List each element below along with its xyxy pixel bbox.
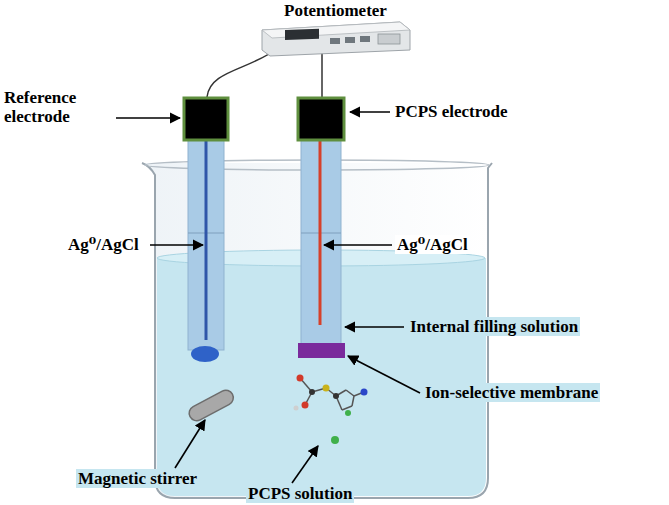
part-label: Ag⁰/AgCl xyxy=(66,235,141,254)
part-label: Magnetic stirrer xyxy=(76,469,199,488)
part-label: PCPS solution xyxy=(246,484,354,503)
wire xyxy=(207,48,278,97)
part-label: Ag⁰/AgCl xyxy=(395,235,470,254)
part-label: Ion-selective membrane xyxy=(423,383,600,402)
reference-electrode xyxy=(184,98,228,362)
part-label: PCPS electrode xyxy=(393,102,510,121)
particle xyxy=(331,436,339,444)
potentiometer xyxy=(262,22,410,56)
wire xyxy=(321,50,323,97)
pcps-electrode xyxy=(298,98,345,358)
magnetic-stirrer xyxy=(187,388,236,424)
part-label: Internal filling solution xyxy=(408,317,580,336)
ion-selective-membrane xyxy=(298,343,345,358)
leader-arrows xyxy=(112,112,420,483)
molecule xyxy=(294,375,368,417)
part-label: Potentiometer xyxy=(282,1,389,20)
part-label: Reference electrode xyxy=(2,88,116,126)
